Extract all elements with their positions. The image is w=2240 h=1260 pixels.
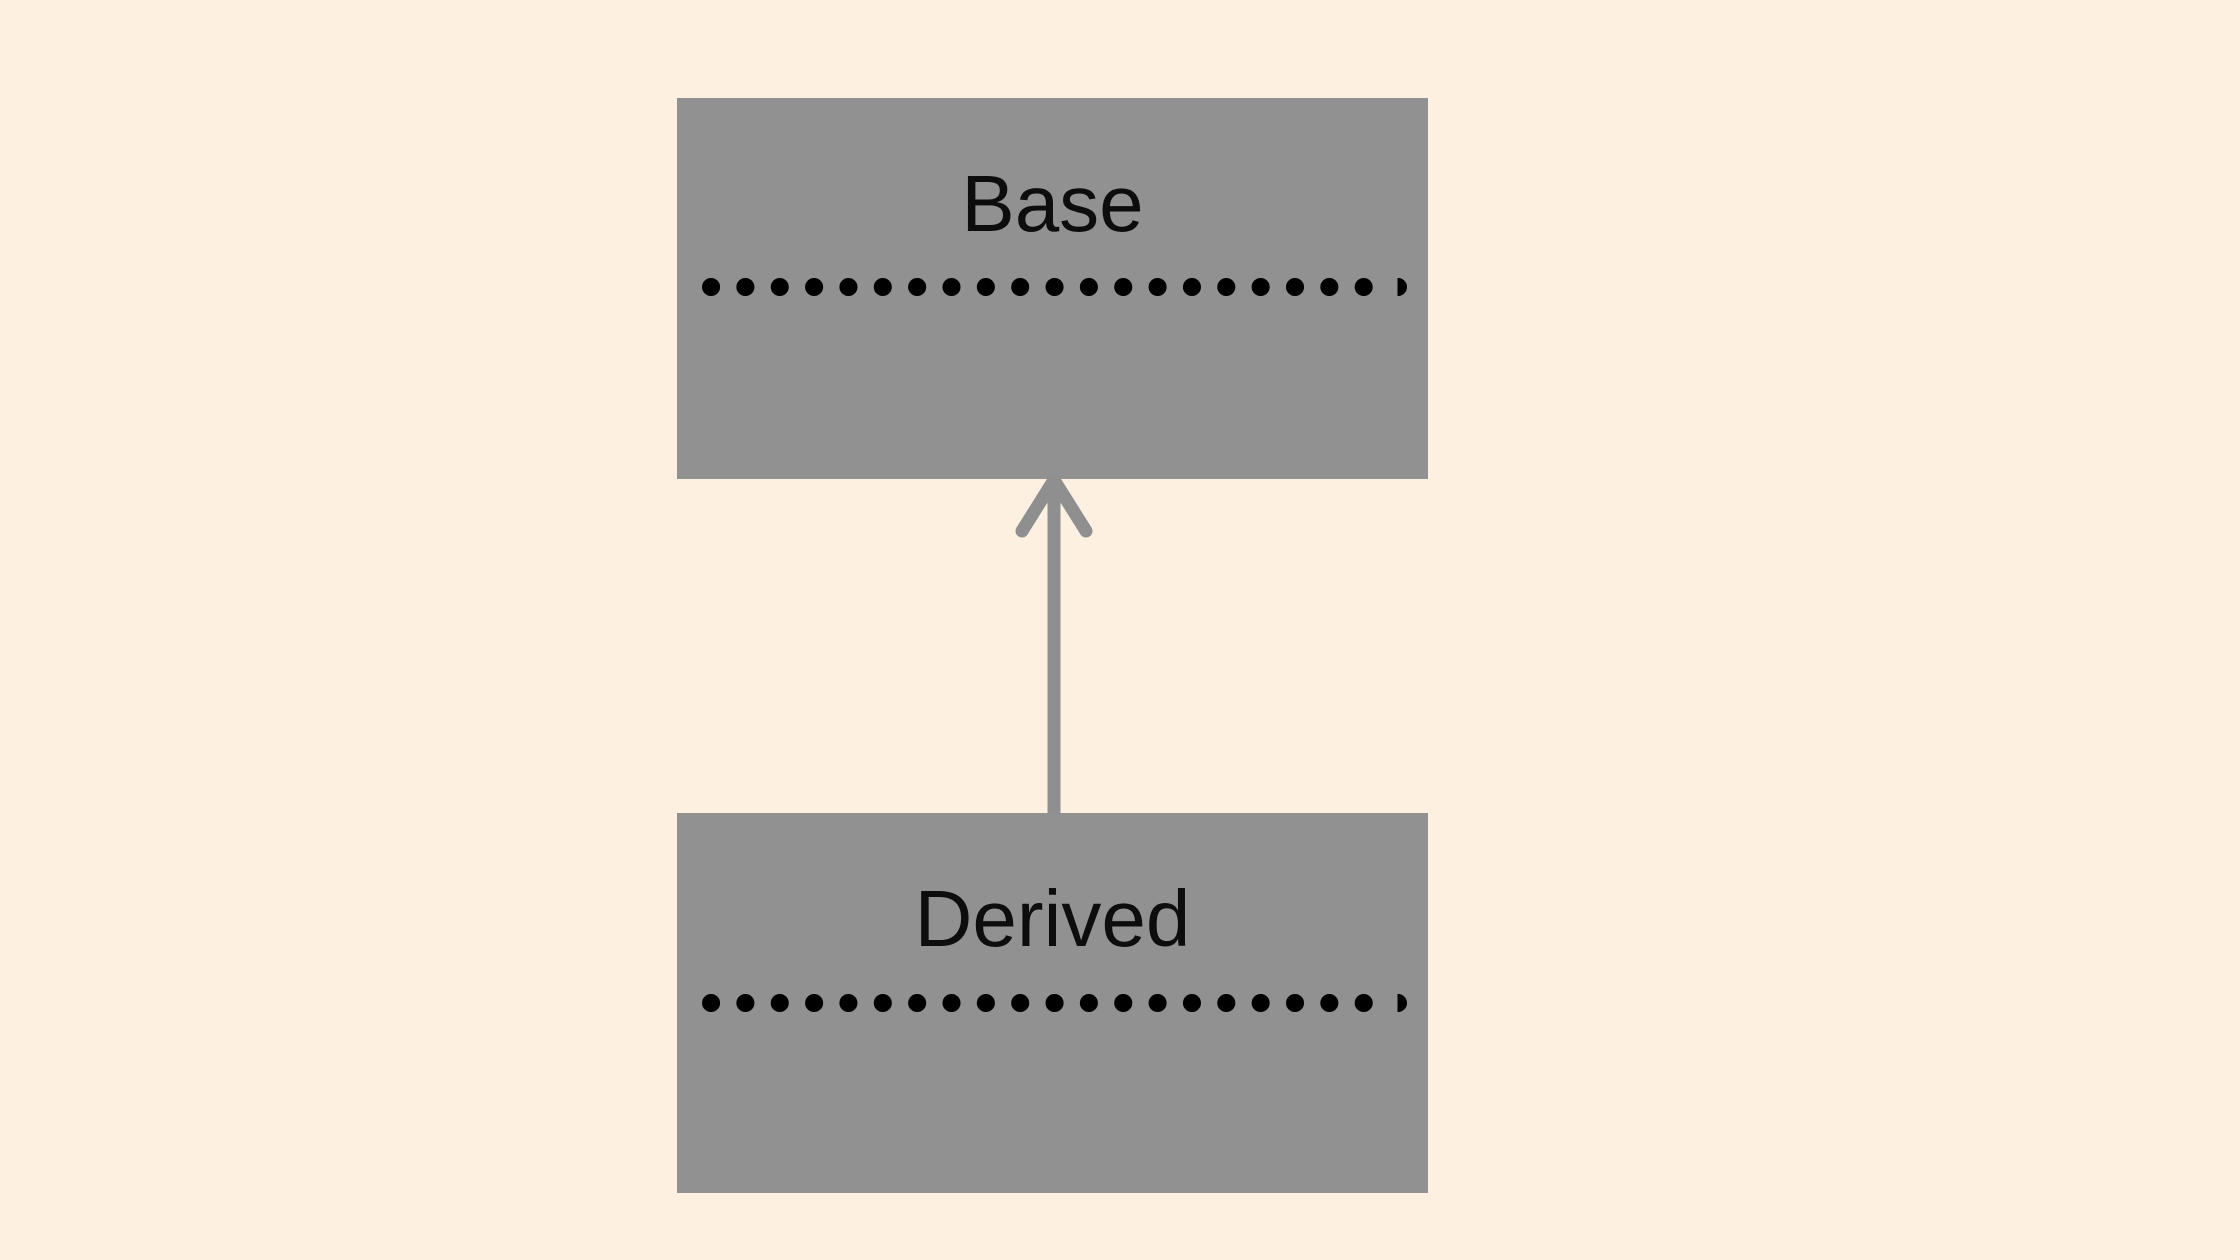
node-title-base: Base (961, 159, 1144, 248)
node-title-derived: Derived (914, 874, 1191, 963)
arrow-head-icon (1015, 473, 1093, 538)
class-node-base: Base (677, 98, 1428, 479)
class-node-derived: Derived (677, 813, 1428, 1193)
dotted-separator (702, 278, 1407, 296)
dotted-separator (702, 994, 1407, 1012)
